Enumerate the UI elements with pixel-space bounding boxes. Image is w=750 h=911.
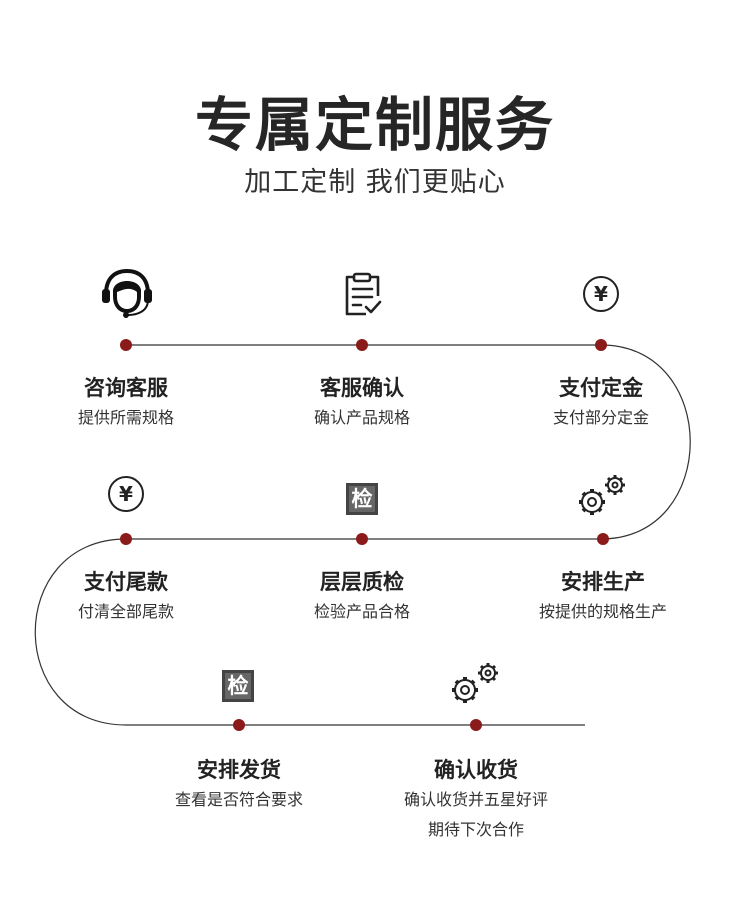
step-title: 安排生产 [561,570,645,594]
gears-icon [452,663,498,703]
step-dot [597,533,609,545]
checklist-icon [345,272,382,316]
step-dot [595,339,607,351]
step-title: 安排发货 [197,758,281,782]
step-title: 咨询客服 [84,376,168,400]
step-title: 支付尾款 [84,570,168,594]
step-desc: 确认收货并五星好评 [403,790,548,809]
page-subtitle: 加工定制 我们更贴心 [244,167,506,198]
step-desc: 提供所需规格 [77,408,174,427]
step-dot [233,719,245,731]
step-desc-extra: 期待下次合作 [427,820,524,839]
headset-icon [102,268,152,318]
step-balance: 支付尾款 付清全部尾款 [26,568,226,626]
step-shipping: 安排发货 查看是否符合要求 [139,756,339,814]
page-title: 专属定制服务 [194,91,555,159]
step-title: 层层质检 [320,570,404,594]
step-desc: 确认产品规格 [313,408,410,427]
step-receipt: 确认收货 确认收货并五星好评 期待下次合作 [376,756,576,844]
step-desc: 按提供的规格生产 [538,602,667,621]
inspect-icon: 检 [222,670,254,702]
step-dot [120,533,132,545]
gears-icon [579,475,625,515]
step-title: 确认收货 [434,758,518,782]
step-dot [356,533,368,545]
step-deposit: 支付定金 支付部分定金 [501,374,701,432]
step-production: 安排生产 按提供的规格生产 [503,568,703,626]
step-desc: 检验产品合格 [313,602,410,621]
step-inspection: 层层质检 检验产品合格 [262,568,462,626]
step-dot [356,339,368,351]
yen-icon: ¥ [583,276,619,312]
step-consult: 咨询客服 提供所需规格 [26,374,226,432]
step-desc: 付清全部尾款 [77,602,174,621]
yen-icon: ¥ [108,476,144,512]
inspect-icon: 检 [346,483,378,515]
step-desc: 查看是否符合要求 [174,790,303,809]
step-title: 客服确认 [320,376,404,400]
step-dot [120,339,132,351]
step-dot [470,719,482,731]
step-title: 支付定金 [559,376,643,400]
step-desc: 支付部分定金 [552,408,649,427]
step-confirm: 客服确认 确认产品规格 [262,374,462,432]
